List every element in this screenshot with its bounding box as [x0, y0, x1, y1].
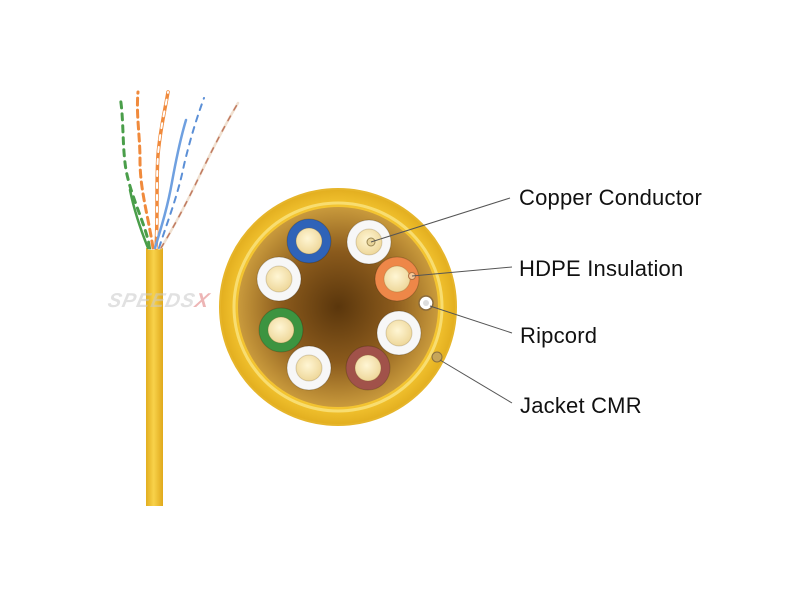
label-ripcord: Ripcord	[520, 323, 598, 348]
copper-core-white-right	[385, 319, 413, 347]
copper-core-green	[267, 316, 295, 344]
conductor-green	[258, 307, 304, 353]
wire-green-white	[118, 94, 152, 250]
leader-copper-conductor	[370, 197, 511, 243]
wire-blue-2	[153, 118, 188, 250]
conductor-orange	[374, 256, 420, 302]
brand-watermark: SPEEDSX	[105, 290, 212, 312]
conductor-white-bottom-left	[286, 345, 332, 391]
conductor-brown	[345, 345, 391, 391]
wire-brown	[160, 102, 239, 249]
jacket-marker	[431, 351, 443, 363]
wire-green	[118, 94, 152, 250]
conductor-white-right	[376, 310, 422, 356]
label-hdpe-insulation: HDPE Insulation	[519, 256, 684, 281]
conductor-blue	[286, 218, 332, 264]
copper-core-white-bottom-left	[295, 354, 323, 382]
copper-core-blue	[295, 227, 323, 255]
wire-orange	[135, 90, 155, 250]
cable-jacket-side	[146, 248, 163, 506]
copper-core-brown	[354, 354, 382, 382]
label-copper-conductor: Copper Conductor	[519, 185, 702, 210]
copper-core-white-left-top	[265, 265, 293, 293]
leader-hdpe-insulation	[411, 266, 513, 277]
cable-core	[238, 207, 438, 407]
copper-core-orange	[383, 265, 411, 293]
conductor-white-left-top	[256, 256, 302, 302]
cable-side-view	[118, 90, 240, 506]
ripcord-core	[423, 300, 429, 306]
wire-blue	[158, 97, 205, 249]
twisted-pairs	[118, 90, 240, 250]
wire-green-2	[128, 188, 150, 250]
leader-ripcord	[429, 305, 513, 334]
jacket-inner-ring	[232, 201, 444, 413]
leader-lines	[370, 197, 513, 404]
cable-cross-section	[219, 188, 457, 426]
leader-jacket	[439, 359, 513, 404]
wire-white-2	[155, 91, 169, 249]
label-jacket-cmr: Jacket CMR	[520, 393, 642, 418]
